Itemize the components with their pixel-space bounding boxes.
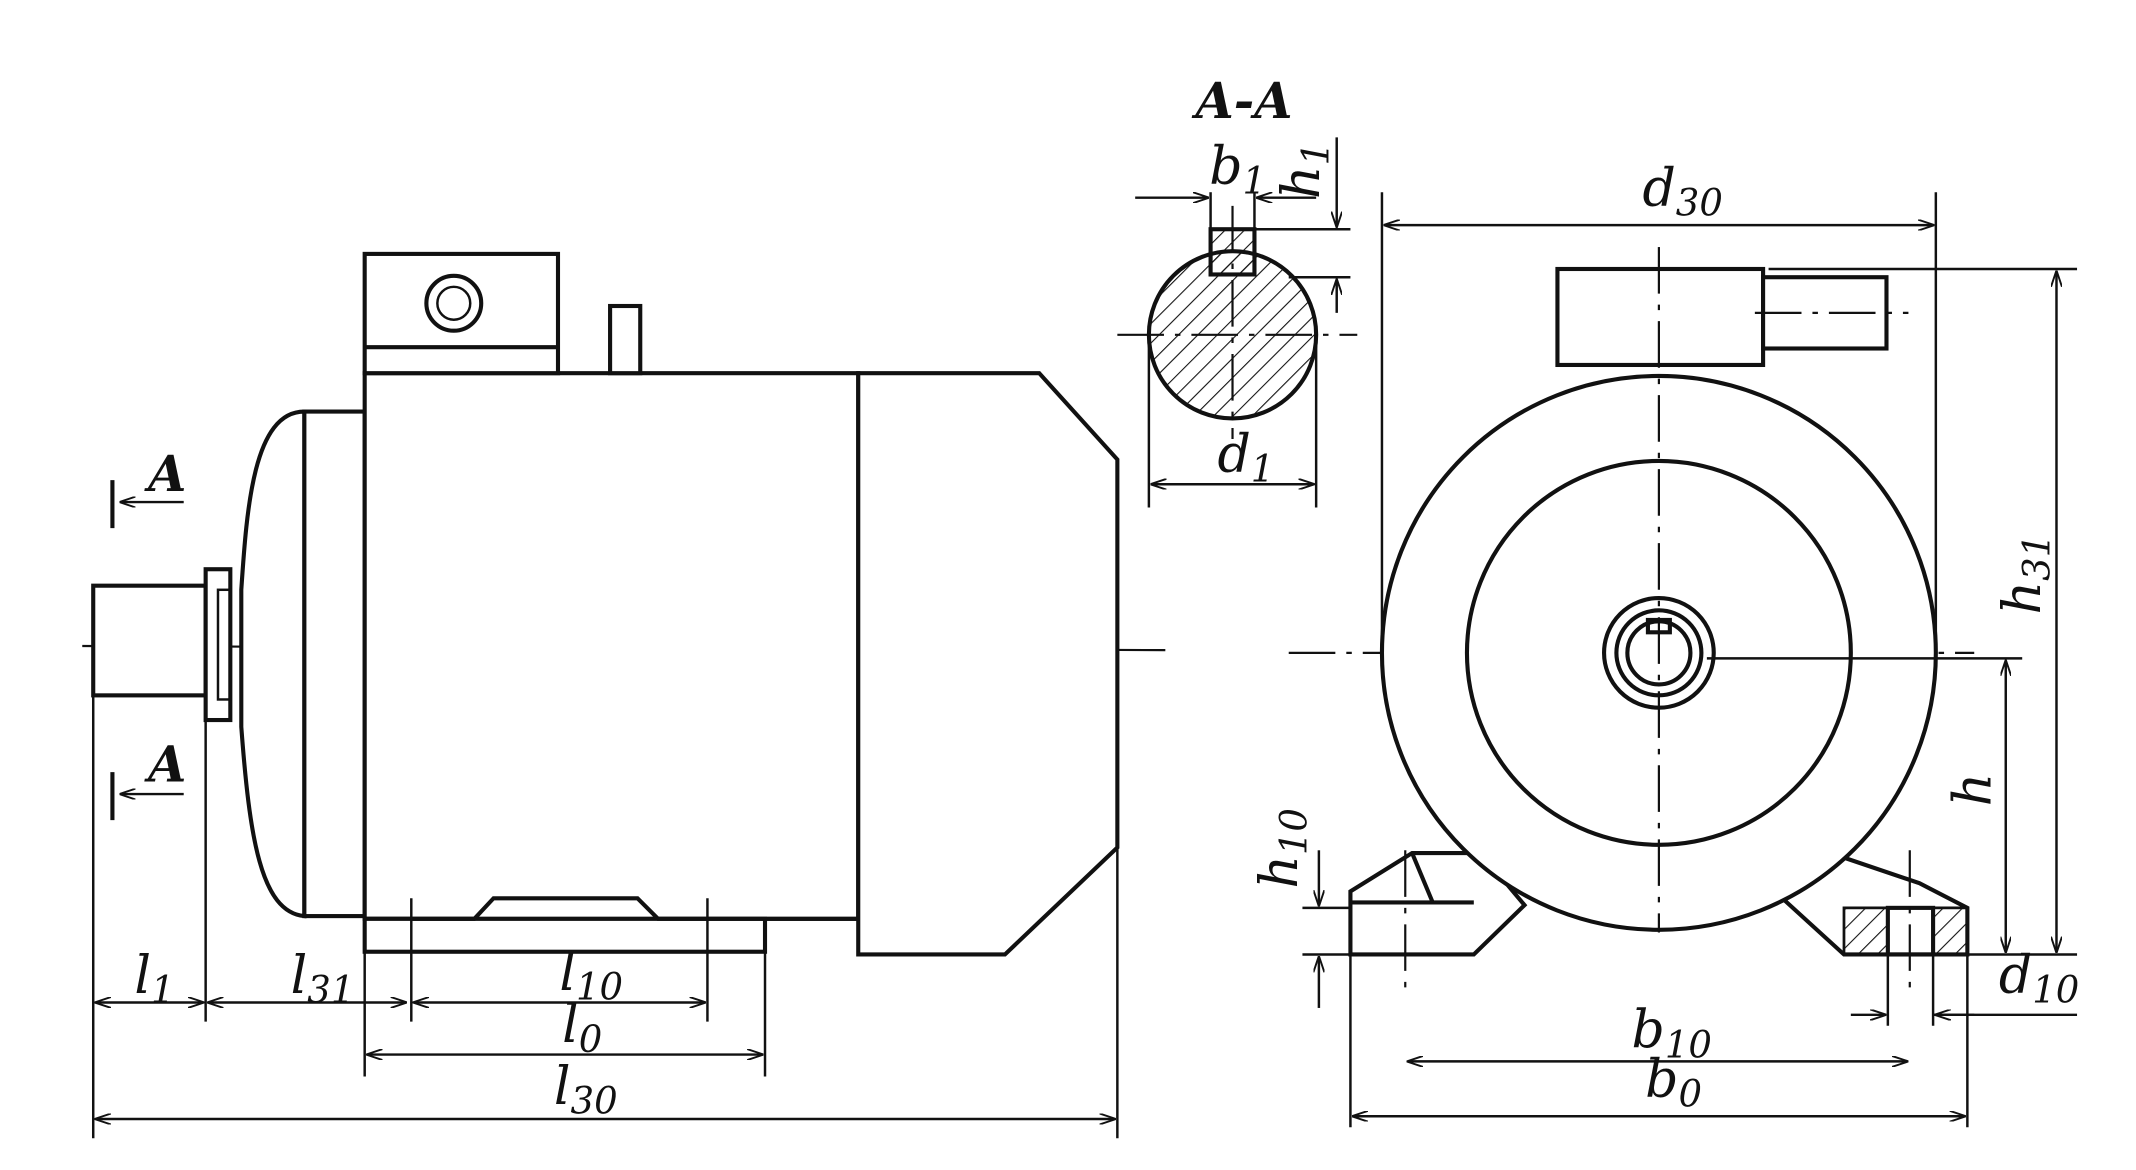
dim-label-l30: l30: [554, 1057, 618, 1123]
dim-label-l0: l0: [562, 995, 602, 1061]
lifting-eye: [608, 303, 643, 376]
section-marker-top: A: [110, 445, 186, 529]
terminal-box-end: [1555, 266, 1766, 368]
section-title: A-A: [1192, 72, 1293, 130]
fan-cover: [856, 371, 1120, 957]
dim-label-l31: l31: [291, 946, 355, 1012]
dim-label-d30: d30: [1642, 159, 1722, 225]
dim-label-h: h: [1944, 773, 2004, 807]
flange-ring: [302, 409, 367, 919]
terminal-box: [362, 251, 561, 376]
dim-label-l10: l10: [559, 943, 623, 1009]
shaft-step: [216, 588, 232, 701]
section-marker-letter: A: [144, 736, 186, 794]
cable-gland-outer: [424, 273, 484, 333]
dim-label-h10: h10: [1250, 808, 1316, 889]
right-foot-hatch-right: [1931, 906, 1969, 956]
mounting-foot: [362, 916, 768, 954]
side-view: [82, 251, 1166, 957]
shaft-end: [91, 583, 208, 698]
dim-label-b1: b1: [1209, 137, 1266, 203]
end-view: [1288, 247, 1975, 988]
cable-gland-inner: [436, 285, 472, 321]
right-foot-hatch-left: [1842, 906, 1890, 956]
section-aa: A-A b1 h1 d1: [1117, 72, 1358, 508]
dim-label-d10: d10: [1999, 946, 2079, 1012]
side-view-dimensions: l1 l31 l10 l0 l30: [91, 695, 1119, 1139]
end-shield: [239, 409, 307, 919]
dim-label-h1: h1: [1272, 142, 1338, 199]
dim-label-b0: b0: [1645, 1050, 1702, 1116]
dim-label-d1: d1: [1217, 425, 1274, 491]
section-marker-letter: A: [144, 445, 186, 503]
dim-label-l1: l1: [134, 946, 174, 1012]
section-marker-bottom: A: [110, 736, 186, 821]
dim-label-h31: h31: [1993, 534, 2059, 615]
foot-profile: [411, 896, 859, 921]
end-view-dimensions: d30 h31 h h10 d10 b10 b0: [1250, 159, 2079, 1128]
stator-housing: [362, 371, 861, 921]
dim-label-b10: b10: [1631, 1001, 1711, 1067]
